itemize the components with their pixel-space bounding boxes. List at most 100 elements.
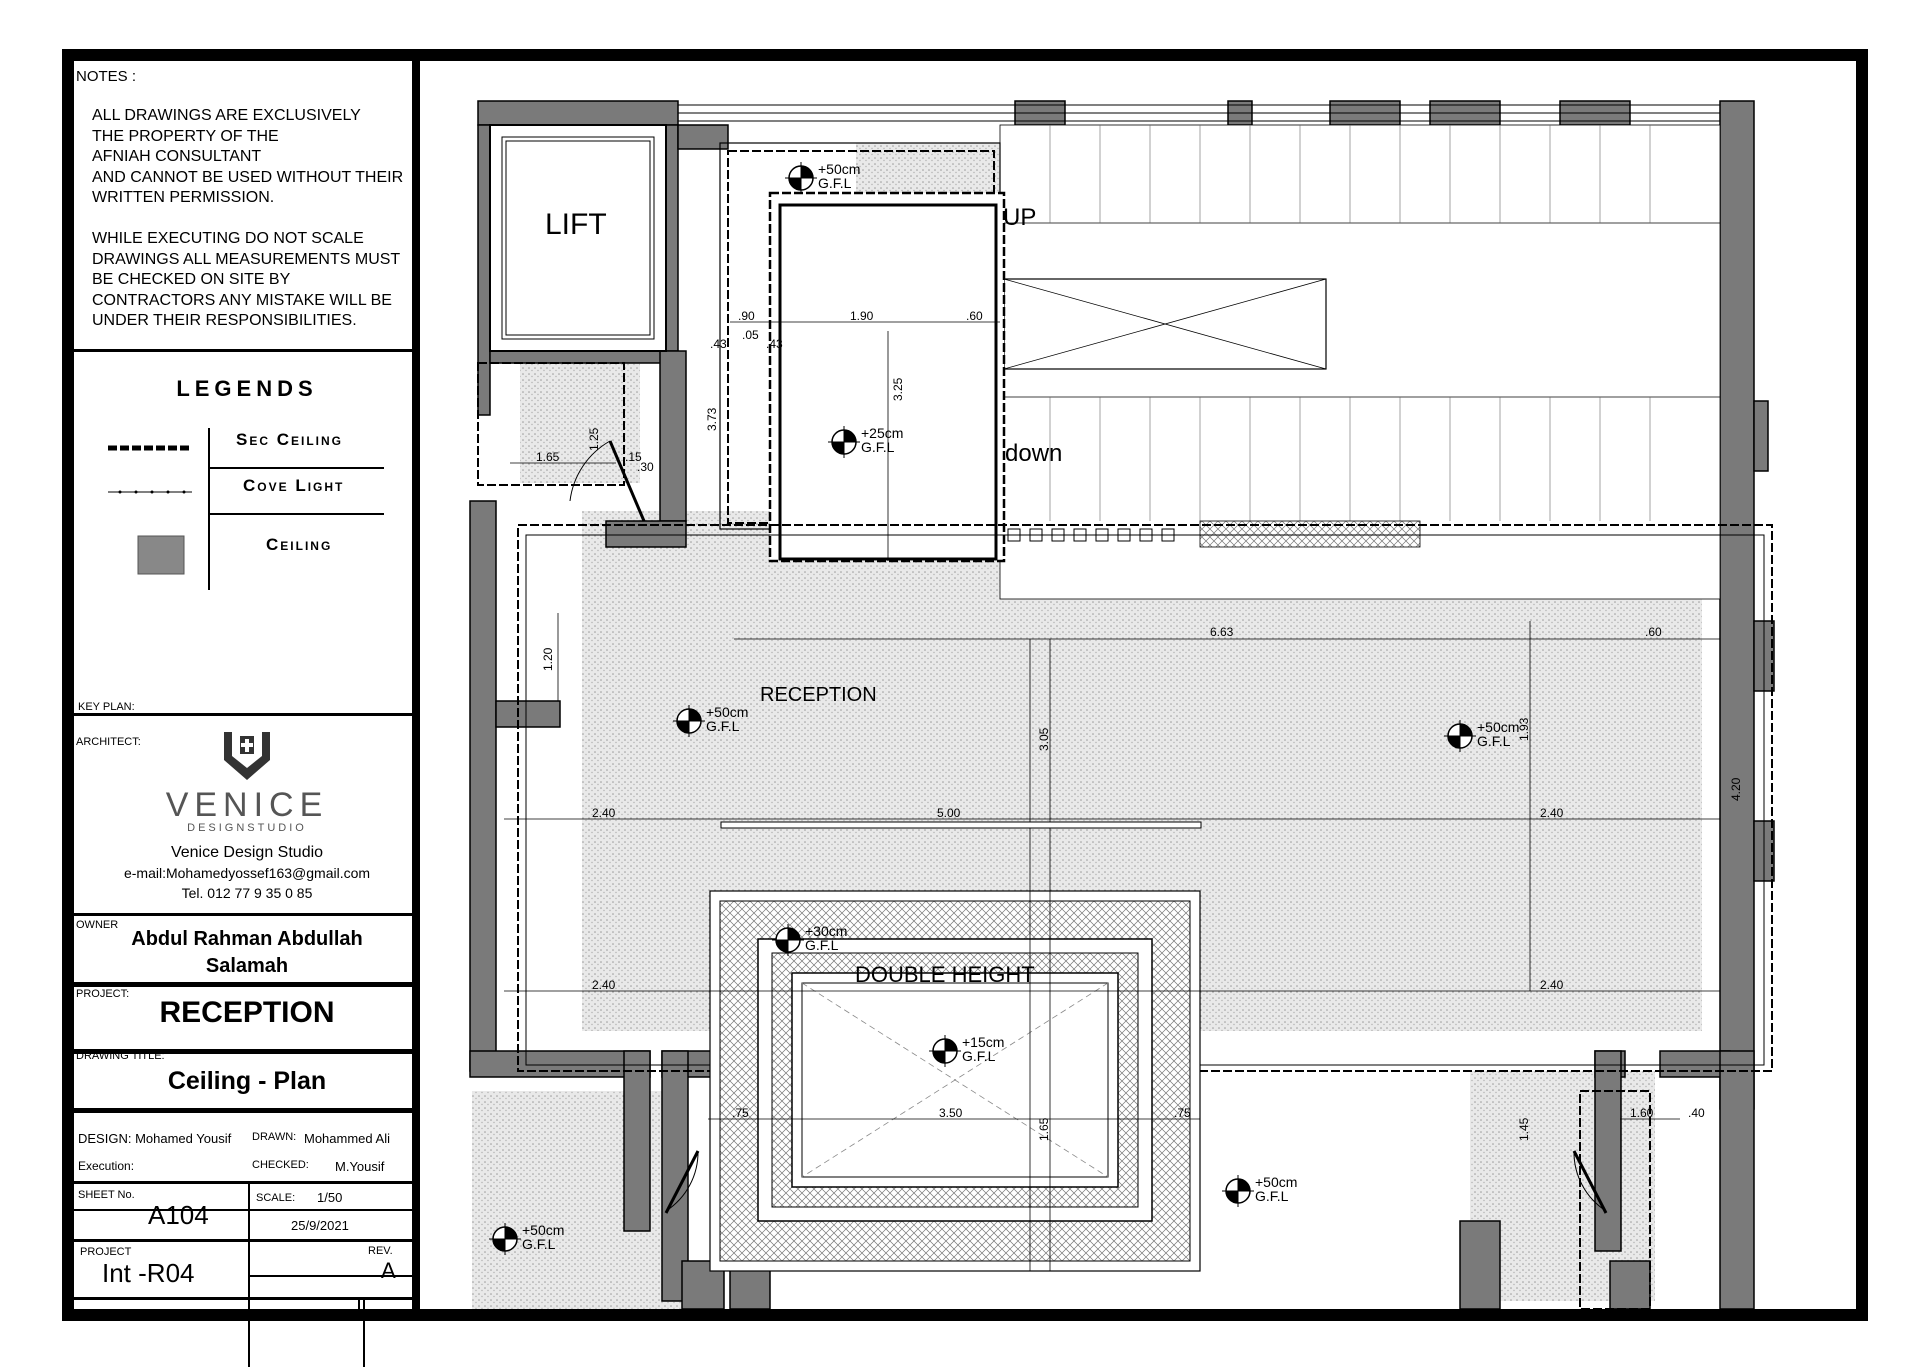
key-plan-label: KEY PLAN:	[78, 701, 135, 713]
svg-text:1.65: 1.65	[536, 450, 560, 464]
divider	[74, 713, 420, 716]
legends-title: LEGENDS	[176, 376, 318, 401]
window-strip	[678, 104, 1720, 122]
project-code-label: PROJECT	[80, 1246, 132, 1258]
room-label-reception: RECEPTION	[760, 684, 877, 706]
ceiling-symbol	[137, 535, 185, 575]
svg-text:3.73: 3.73	[705, 407, 719, 431]
svg-text:3.50: 3.50	[939, 1106, 963, 1120]
project-code: Int -R04	[102, 1258, 195, 1288]
architect-tel: Tel. 012 77 9 35 0 85	[181, 885, 313, 901]
svg-text:1.45: 1.45	[1517, 1117, 1531, 1141]
dimension-lines	[504, 321, 1720, 1271]
stair	[999, 124, 1721, 600]
drawing-frame	[62, 49, 1868, 1321]
svg-text:1.65: 1.65	[1037, 1117, 1051, 1141]
sheet-label: SHEET No.	[78, 1189, 135, 1201]
divider	[74, 1181, 420, 1184]
divider	[363, 1297, 365, 1367]
divider	[74, 1297, 420, 1300]
doors	[569, 440, 1608, 1214]
svg-text:2.40: 2.40	[592, 978, 616, 992]
drawing-title: Ceiling - Plan	[167, 1067, 327, 1095]
divider	[248, 1297, 250, 1367]
divider	[248, 1275, 420, 1277]
lift	[489, 124, 667, 352]
svg-text:G.F.L: G.F.L	[1477, 733, 1511, 749]
room-label-lift: LIFT	[545, 208, 607, 241]
logo-subtitle: DESIGNSTUDIO	[187, 822, 307, 834]
svg-text:+30cm: +30cm	[805, 923, 847, 939]
svg-text:G.F.L: G.F.L	[706, 718, 740, 734]
svg-text:+50cm: +50cm	[818, 161, 860, 177]
svg-text:+25cm: +25cm	[861, 425, 903, 441]
svg-text:G.F.L: G.F.L	[522, 1236, 556, 1252]
checked-label: CHECKED:	[252, 1159, 309, 1171]
svg-text:5.00: 5.00	[937, 806, 961, 820]
double-height-void	[709, 890, 1201, 1272]
svg-text:6.63: 6.63	[1210, 625, 1234, 639]
svg-text:1.90: 1.90	[850, 309, 874, 323]
svg-text:1.20: 1.20	[541, 647, 555, 671]
scale-value: 1/50	[317, 1190, 343, 1205]
drawing-title-label: DRAWING TITLE:	[76, 1050, 165, 1062]
svg-text:.43: .43	[766, 337, 783, 351]
svg-text:.15: .15	[625, 450, 642, 464]
logo-wordmark: VENICE	[165, 786, 329, 824]
notes-paragraph-2: WHILE EXECUTING DO NOT SCALE DRAWINGS AL…	[92, 230, 401, 329]
project-name: RECEPTION	[159, 996, 335, 1029]
drawn-value: Mohammed Ali	[304, 1131, 390, 1146]
svg-text:+15cm: +15cm	[962, 1034, 1004, 1050]
divider	[248, 1239, 420, 1275]
svg-text:G.F.L: G.F.L	[818, 175, 852, 191]
svg-text:+50cm: +50cm	[706, 704, 748, 720]
legend-label-cove-light: Cove Light	[243, 476, 345, 495]
svg-text:1.60: 1.60	[1630, 1106, 1654, 1120]
divider	[74, 913, 420, 916]
svg-text:.75: .75	[732, 1106, 749, 1120]
svg-text:3.05: 3.05	[1037, 727, 1051, 751]
architect-name: Venice Design Studio	[170, 844, 324, 861]
owner-line-2: Salamah	[205, 955, 289, 977]
svg-text:.05: .05	[742, 328, 759, 342]
room-labels: LIFT UP down RECEPTION DOUBLE HEIGHT	[545, 204, 1062, 987]
scale-label: SCALE:	[256, 1192, 296, 1204]
side-rooms	[477, 362, 1651, 1309]
svg-text:+50cm: +50cm	[1255, 1174, 1297, 1190]
architect-email: e-mail:Mohamedyossef163@gmail.com	[123, 865, 371, 881]
svg-text:G.F.L: G.F.L	[962, 1048, 996, 1064]
ceiling-plan: LIFT UP down RECEPTION DOUBLE HEIGHT +50…	[469, 100, 1775, 1309]
svg-text:2.40: 2.40	[592, 806, 616, 820]
svg-text:2.40: 2.40	[1540, 978, 1564, 992]
owner-line-1: Abdul Rahman Abdullah	[131, 928, 363, 950]
svg-text:+50cm: +50cm	[1477, 719, 1519, 735]
svg-text:3.25: 3.25	[891, 377, 905, 401]
level-markers	[489, 162, 1476, 1255]
dimension-labels: 1.90 .60 .90 .43 .05 .43 3.25 3.73 1.65 …	[536, 309, 1743, 1141]
title-block	[74, 61, 420, 1367]
room-label-double-height: DOUBLE HEIGHT	[855, 962, 1035, 987]
date-value: 25/9/2021	[291, 1218, 349, 1233]
svg-text:4.20: 4.20	[1729, 777, 1743, 801]
venice-logo-icon	[224, 732, 270, 780]
svg-text:+50cm: +50cm	[522, 1222, 564, 1238]
execution-label: Execution:	[78, 1159, 135, 1173]
svg-text:.40: .40	[1688, 1106, 1705, 1120]
legend-label-ceiling: Ceiling	[266, 535, 333, 554]
svg-text:G.F.L: G.F.L	[805, 937, 839, 953]
owner-label: OWNER	[76, 919, 119, 931]
room-label-up: UP	[1003, 204, 1036, 231]
svg-text:1.93: 1.93	[1517, 717, 1531, 741]
svg-text:.43: .43	[710, 337, 727, 351]
divider	[74, 982, 420, 987]
svg-text:.60: .60	[1645, 625, 1662, 639]
svg-text:2.40: 2.40	[1540, 806, 1564, 820]
checked-value: M.Yousif	[335, 1159, 385, 1174]
owner-name: Abdul Rahman Abdullah Salamah	[74, 926, 420, 980]
divider	[74, 1209, 420, 1211]
legend-table	[108, 428, 384, 590]
notes-paragraph-1: ALL DRAWINGS ARE EXCLUSIVELY THE PROPERT…	[92, 107, 404, 206]
svg-text:.90: .90	[738, 309, 755, 323]
divider	[358, 1297, 360, 1309]
